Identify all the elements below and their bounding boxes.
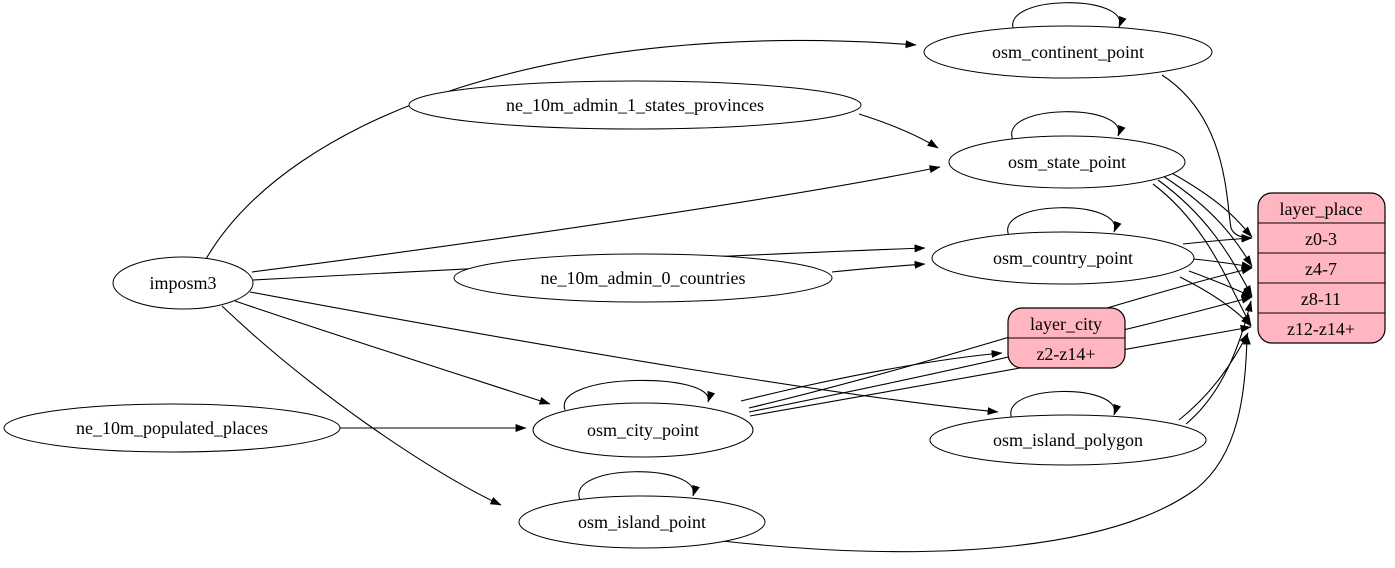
edge-imposm3-osm_island_point: [221, 305, 502, 506]
node-ne_10m_populated_places-label: ne_10m_populated_places: [76, 418, 268, 438]
edge-osm_state_point-layer_place-z12-z14: [1152, 183, 1252, 326]
edge-ne_10m_admin_1_states_provinces-osm_state_point: [858, 113, 939, 149]
node-osm_continent_point-label: osm_continent_point: [992, 42, 1144, 62]
node-osm_state_point-label: osm_state_point: [1008, 152, 1126, 172]
edge-osm_country_point-layer_place-z8-11: [1188, 270, 1253, 298]
edge-selfloop-osm_continent_point: [1012, 2, 1127, 32]
record-layer_place-title: layer_place: [1280, 199, 1363, 219]
node-osm_island_point-shape: [518, 495, 766, 549]
record-layer_city-title: layer_city: [1030, 314, 1102, 334]
record-layer_place-row-z0-3: z0-3: [1305, 229, 1337, 249]
node-osm_continent_point: osm_continent_point: [923, 25, 1213, 79]
node-osm_island_point-label: osm_island_point: [578, 512, 706, 532]
edge-selfloop-osm_island_polygon: [1010, 390, 1122, 420]
node-osm_state_point: osm_state_point: [948, 135, 1186, 189]
edge-osm_city_point-layer_city-z2-z14: [740, 349, 1003, 402]
edges-group: [205, 2, 1253, 553]
edge-imposm3-osm_state_point: [251, 165, 941, 273]
edge-osm_country_point-layer_place-z12-z14: [1179, 276, 1252, 327]
edge-osm_country_point-layer_place-z0-3: [1182, 234, 1253, 245]
edge-ne_10m_admin_0_countries-osm_country_point: [831, 260, 926, 273]
node-ne_10m_admin_0_countries-label: ne_10m_admin_0_countries: [541, 268, 746, 288]
edge-osm_city_point-layer_place-z4-7: [748, 266, 1253, 409]
node-ne_10m_admin_1_states_provinces-shape: [408, 80, 862, 130]
node-osm_continent_point-shape: [923, 25, 1213, 79]
node-osm_city_point-shape: [532, 402, 754, 458]
nodes-group: imposm3 ne_10m_admin_1_states_provinces …: [3, 25, 1213, 549]
node-osm_island_point: osm_island_point: [518, 495, 766, 549]
edge-selfloop-osm_country_point: [1007, 207, 1122, 237]
node-ne_10m_admin_0_countries: ne_10m_admin_0_countries: [453, 253, 833, 303]
node-osm_country_point-shape: [931, 231, 1195, 285]
node-osm_country_point-label: osm_country_point: [993, 248, 1133, 268]
node-osm_city_point: osm_city_point: [532, 402, 754, 458]
node-ne_10m_populated_places: ne_10m_populated_places: [3, 403, 341, 453]
edge-osm_city_point-layer_place-z12-z14: [749, 324, 1252, 417]
node-ne_10m_admin_1_states_provinces-label: ne_10m_admin_1_states_provinces: [506, 95, 764, 115]
edge-osm_country_point-layer_place-z4-7: [1192, 258, 1253, 270]
edge-selfloop-osm_city_point: [564, 379, 716, 411]
edge-osm_island_point-layer_place-z12-z14: [721, 333, 1251, 553]
edge-selfloop-osm_island_point: [578, 471, 700, 501]
node-ne_10m_admin_1_states_provinces: ne_10m_admin_1_states_provinces: [408, 80, 862, 130]
node-ne_10m_admin_0_countries-shape: [453, 253, 833, 303]
record-layer_place-shape: [1257, 192, 1386, 344]
node-osm_state_point-shape: [948, 135, 1186, 189]
node-osm_island_polygon: osm_island_polygon: [929, 414, 1207, 466]
node-osm_city_point-label: osm_city_point: [587, 420, 699, 440]
edge-osm_city_point-layer_place-z8-11: [748, 295, 1253, 413]
edge-imposm3-osm_city_point: [234, 300, 551, 405]
node-osm_country_point: osm_country_point: [931, 231, 1195, 285]
node-osm_island_polygon-shape: [929, 414, 1207, 466]
record-layer_place-row-z12-z14: z12-z14+: [1287, 319, 1355, 339]
edge-osm_state_point-layer_place-z8-11: [1157, 179, 1253, 297]
record-layer_city: layer_city z2-z14+: [1007, 307, 1126, 369]
edge-osm_state_point-layer_place-z0-3: [1167, 170, 1253, 238]
edge-imposm3-osm_island_polygon: [249, 291, 999, 415]
edge-osm_state_point-layer_place-z4-7: [1162, 175, 1253, 267]
node-imposm3: imposm3: [112, 256, 254, 310]
node-imposm3-label: imposm3: [149, 273, 216, 293]
edge-osm_island_polygon-layer_place-z8-11: [1185, 300, 1253, 425]
record-layer_city-row-z2-z14: z2-z14+: [1036, 344, 1095, 364]
edge-selfloop-osm_state_point: [1011, 111, 1126, 141]
record-layer_place-row-z4-7: z4-7: [1305, 259, 1337, 279]
node-imposm3-shape: [112, 256, 254, 310]
node-ne_10m_populated_places-shape: [3, 403, 341, 453]
record-layer_place-row-z8-11: z8-11: [1301, 289, 1341, 309]
record-layer_place: layer_place z0-3 z4-7 z8-11 z12-z14+: [1257, 192, 1386, 344]
edge-imposm3-osm_continent_point: [205, 39, 917, 260]
node-osm_island_polygon-label: osm_island_polygon: [993, 430, 1143, 450]
